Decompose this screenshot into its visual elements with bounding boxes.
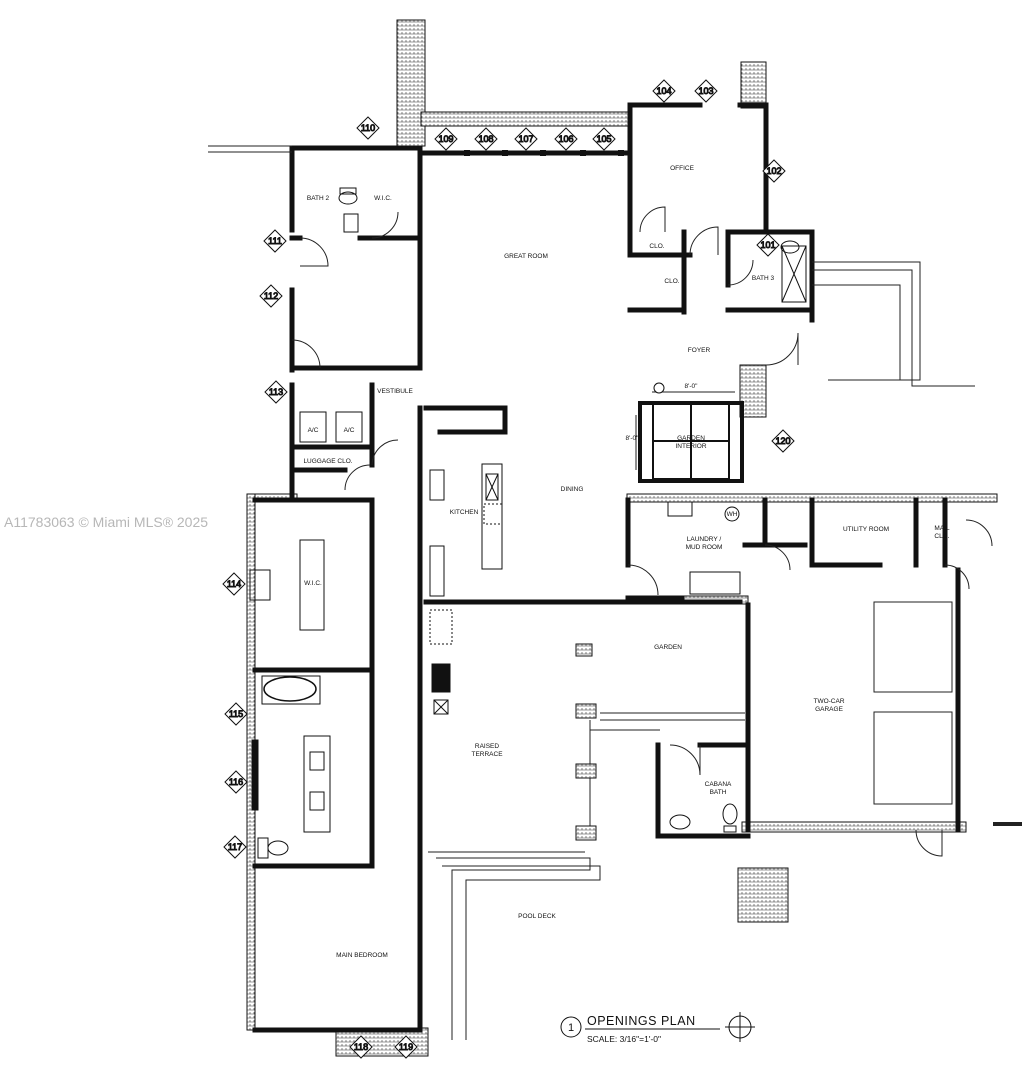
room-label-pool-deck: POOL DECK [518,913,556,920]
room-label-dining: DINING [561,486,584,493]
opening-tag-106: 106 [554,127,578,151]
room-label-clo-office: CLO. [649,243,664,250]
svg-text:116: 116 [229,777,243,787]
room-label-wic-main: W.I.C. [304,580,322,587]
svg-text:102: 102 [766,166,781,176]
opening-tag-119: 119 [394,1035,418,1059]
opening-tags: 104 103 102 101 109 108 107 106 105 110 … [222,79,795,1059]
room-label-raised-terrace-1: RAISED [475,743,500,750]
svg-text:106: 106 [558,134,573,144]
room-label-garage-1: TWO-CAR [813,698,844,705]
opening-tag-102: 102 [762,159,786,183]
opening-tag-107: 107 [514,127,538,151]
svg-text:101: 101 [760,240,775,250]
view-number: 1 [568,1022,574,1034]
window-markers [464,150,624,156]
opening-tag-108: 108 [474,127,498,151]
svg-text:110: 110 [361,123,375,133]
opening-tag-112: 112 [259,284,283,308]
view-number-circle [560,1016,582,1038]
drawing-scale: SCALE: 3/16"=1'-0" [587,1034,661,1044]
room-label-ac-2: A/C [344,427,355,434]
room-label-laundry-1: LAUNDRY / [687,536,722,543]
room-label-garden-interior-1: GARDEN [677,435,705,442]
opening-tag-114: 114 [222,572,246,596]
room-label-ac-1: A/C [308,427,319,434]
opening-tag-101: 101 [756,233,780,257]
svg-text:115: 115 [229,709,243,719]
room-label-foyer: FOYER [688,347,711,354]
opening-tag-117: 117 [223,835,247,859]
opening-tag-120: 120 [771,429,795,453]
opening-tag-109: 109 [434,127,458,151]
water-heater-label: WH [727,511,738,518]
room-label-cabana-bath-1: CABANA [705,781,732,788]
svg-text:111: 111 [268,236,282,246]
room-label-main-bedroom: MAIN BEDROOM [336,952,388,959]
room-label-cabana-bath-2: BATH [710,789,727,796]
room-label-raised-terrace-2: TERRACE [471,751,503,758]
svg-text:114: 114 [227,579,241,589]
room-label-laundry-2: MUD ROOM [686,544,723,551]
walls [252,102,961,1033]
opening-tag-110: 110 [356,116,380,140]
room-label-luggage-clo: LUGGAGE CLO. [303,458,352,465]
opening-tag-116: 116 [224,770,248,794]
room-label-great-room: GREAT ROOM [504,253,548,260]
masonry-walls [246,19,998,1057]
room-label-utility-room: UTILITY ROOM [843,526,889,533]
svg-text:103: 103 [698,86,713,96]
svg-text:108: 108 [478,134,493,144]
opening-tag-111: 111 [263,229,287,253]
svg-text:119: 119 [399,1042,413,1052]
opening-tag-103: 103 [694,79,718,103]
svg-text:117: 117 [228,842,242,852]
opening-tag-105: 105 [592,127,616,151]
opening-tag-115: 115 [224,702,248,726]
opening-tag-113: 113 [264,380,288,404]
room-label-garden: GARDEN [654,644,682,651]
door-swings [291,206,993,857]
symbol-garden-tag [653,382,665,394]
room-label-kitchen: KITCHEN [450,509,479,516]
room-label-mail-clo-1: MAIL [934,525,950,532]
room-label-bath-3: BATH 3 [752,275,775,282]
dimension-garden-width: 8'-0" [685,383,699,390]
room-label-clo-hall: CLO. [664,278,679,285]
svg-text:112: 112 [264,291,278,301]
room-label-vestibule: VESTIBULE [377,388,413,395]
room-label-mail-clo-2: CLO. [934,533,949,540]
svg-text:104: 104 [656,86,671,96]
drawing-title: OPENINGS PLAN [587,1014,696,1028]
mls-watermark: A11783063 © Miami MLS® 2025 [4,514,209,530]
opening-tag-118: 118 [349,1035,373,1059]
svg-text:120: 120 [775,436,790,446]
room-labels: BATH 2 W.I.C. GREAT ROOM OFFICE CLO. CLO… [303,165,950,959]
svg-text:105: 105 [596,134,611,144]
room-label-office: OFFICE [670,165,694,172]
opening-tag-104: 104 [652,79,676,103]
room-label-garden-interior-2: INTERIOR [675,443,706,450]
dimension-garden-depth: 8'-0" [626,435,640,442]
thin-lines [208,145,1022,1040]
north-arrow-icon [725,1012,755,1042]
svg-text:109: 109 [438,134,453,144]
drawing-title-block: 1 OPENINGS PLAN SCALE: 3/16"=1'-0" [560,1012,755,1044]
room-label-wic-top: W.I.C. [374,195,392,202]
svg-text:118: 118 [354,1042,368,1052]
room-label-garage-2: GARAGE [815,706,843,713]
room-label-bath-2: BATH 2 [307,195,330,202]
svg-text:113: 113 [269,387,283,397]
fixtures [249,187,807,859]
svg-text:107: 107 [518,134,533,144]
